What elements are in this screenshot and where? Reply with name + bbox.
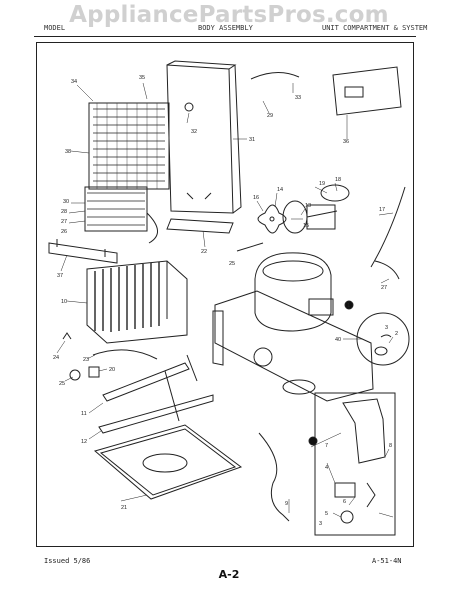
page-number: A-2 — [218, 568, 240, 581]
callout-28: 28 — [61, 209, 67, 215]
callout-19: 19 — [319, 181, 325, 187]
fan-motor — [282, 184, 350, 234]
callout-33: 33 — [295, 95, 301, 101]
drain-pan — [93, 424, 243, 500]
power-cord — [258, 432, 290, 522]
header-rule — [34, 36, 416, 37]
tube-28 — [236, 242, 264, 252]
callout-14: 14 — [277, 187, 283, 193]
callout-27-right: 27 — [381, 285, 387, 291]
callout-16: 16 — [253, 195, 259, 201]
callout-15: 15 — [303, 223, 309, 229]
callout-25-top: 25 — [229, 261, 235, 267]
callout-18: 18 — [335, 177, 341, 183]
document-code: A-51-4N — [372, 557, 402, 565]
compressor — [254, 252, 334, 332]
tube-33 — [250, 72, 300, 80]
parts-diagram: 34 35 31 32 29 33 36 38 30 28 27 26 37 2… — [36, 42, 414, 547]
callout-3: 3 — [319, 521, 322, 527]
callout-21: 21 — [121, 505, 127, 511]
callout-9: 9 — [285, 501, 288, 507]
callout-3-detail: 3 — [385, 325, 388, 331]
callout-10: 10 — [61, 299, 67, 305]
capillary-27 — [374, 260, 400, 280]
mounting-bracket — [48, 242, 118, 264]
callout-11: 11 — [81, 411, 87, 417]
callout-25: 25 — [59, 381, 65, 387]
callout-30: 30 — [63, 199, 69, 205]
callout-2: 2 — [395, 331, 398, 337]
callout-7: 7 — [325, 443, 328, 449]
callout-13: 13 — [305, 203, 311, 209]
callout-34: 34 — [71, 79, 77, 85]
callout-35: 35 — [139, 75, 145, 81]
callout-22: 22 — [201, 249, 207, 255]
rail-11 — [102, 362, 190, 402]
callout-5: 5 — [325, 511, 328, 517]
callout-36: 36 — [343, 139, 349, 145]
callout-32: 32 — [191, 129, 197, 135]
defrost-heater-20 — [88, 366, 100, 378]
callout-31: 31 — [249, 137, 255, 143]
callout-29: 29 — [267, 113, 273, 119]
rail-12 — [98, 394, 214, 434]
header-section-title: UNIT COMPARTMENT & SYSTEM — [322, 24, 428, 32]
tube-17 — [370, 186, 406, 268]
cover-panel — [332, 66, 402, 116]
callout-23: 23 — [83, 357, 89, 363]
callout-8: 8 — [389, 443, 392, 449]
callout-38: 38 — [65, 149, 71, 155]
condenser-coil — [88, 102, 170, 190]
wire-23 — [92, 349, 158, 360]
callout-17: 17 — [379, 207, 385, 213]
callout-37: 37 — [57, 273, 63, 279]
callout-40: 40 — [335, 337, 341, 343]
lower-coil — [84, 186, 158, 244]
header-model: MODEL — [44, 24, 66, 32]
watermark-text: AppliancePartsPros.com — [69, 2, 389, 28]
callout-27: 27 — [61, 219, 67, 225]
grommet-detail — [356, 312, 410, 366]
timer-25 — [69, 369, 81, 381]
callout-1: 1 — [347, 303, 350, 309]
drain-tray — [166, 218, 234, 234]
fan-shroud-panel — [166, 60, 242, 214]
callout-20: 20 — [109, 367, 115, 373]
clip-24 — [62, 332, 72, 340]
callout-12: 12 — [81, 439, 87, 445]
callout-4: 4 — [325, 465, 328, 471]
header-assembly: BODY ASSEMBLY — [198, 24, 253, 32]
compressor-base-plate — [214, 290, 374, 402]
evaporator-coil — [86, 260, 188, 344]
callout-6: 6 — [343, 499, 346, 505]
callout-26: 26 — [61, 229, 67, 235]
callout-24: 24 — [53, 355, 59, 361]
parts-diagram-drawing: 34 35 31 32 29 33 36 38 30 28 27 26 37 2… — [48, 60, 410, 536]
issued-date: Issued 5/86 — [44, 557, 91, 565]
